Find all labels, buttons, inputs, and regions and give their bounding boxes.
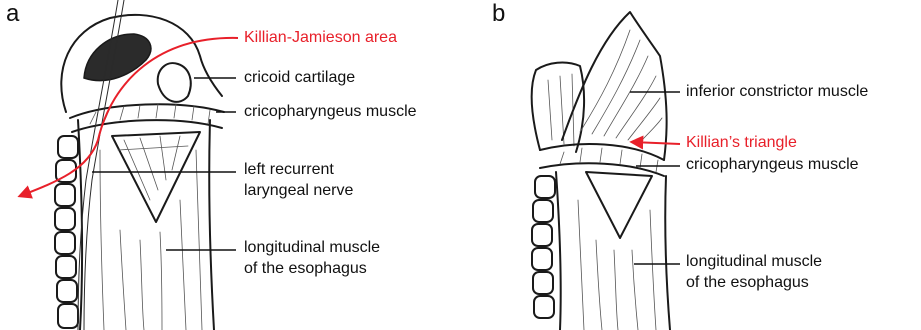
panel-a-letter: a: [6, 2, 19, 26]
inferior-constrictor-fibers: [580, 30, 662, 142]
label-longitudinal-a-line2: of the esophagus: [244, 259, 367, 279]
label-longitudinal-b-line2: of the esophagus: [686, 273, 809, 293]
label-cricopharyngeus-muscle-b: cricopharyngeus muscle: [686, 155, 859, 175]
thyroid-cartilage-b: [532, 63, 584, 152]
label-nerve-line1: left recurrent: [244, 160, 334, 180]
panel-a-illustration: [20, 0, 238, 330]
label-nerve-line2: laryngeal nerve: [244, 181, 353, 201]
killians-triangle-arrow: [632, 142, 680, 144]
label-killians-triangle: Killian’s triangle: [686, 133, 797, 153]
label-longitudinal-a-line1: longitudinal muscle: [244, 238, 380, 258]
trachea-rings-b: [532, 176, 555, 318]
label-cricopharyngeus-muscle-a: cricopharyngeus muscle: [244, 102, 417, 122]
longitudinal-fibers-b: [578, 200, 656, 330]
label-inferior-constrictor: inferior constrictor muscle: [686, 82, 868, 102]
esophagus-tube-b: [556, 172, 670, 330]
longitudinal-fibers-a: [100, 150, 202, 330]
laimer-triangle-b: [586, 172, 652, 238]
trachea-rings-a: [55, 136, 78, 328]
laimer-triangle-a: [112, 132, 200, 222]
label-cricoid-cartilage: cricoid cartilage: [244, 68, 355, 88]
label-killian-jamieson-area: Killian-Jamieson area: [244, 28, 397, 48]
cricoid-knob-a: [158, 63, 191, 102]
label-longitudinal-b-line1: longitudinal muscle: [686, 252, 822, 272]
esophagus-tube-a: [78, 120, 214, 330]
panel-b-letter: b: [492, 2, 505, 26]
panel-b-illustration: [532, 12, 680, 330]
larynx-opening-a: [84, 34, 151, 81]
